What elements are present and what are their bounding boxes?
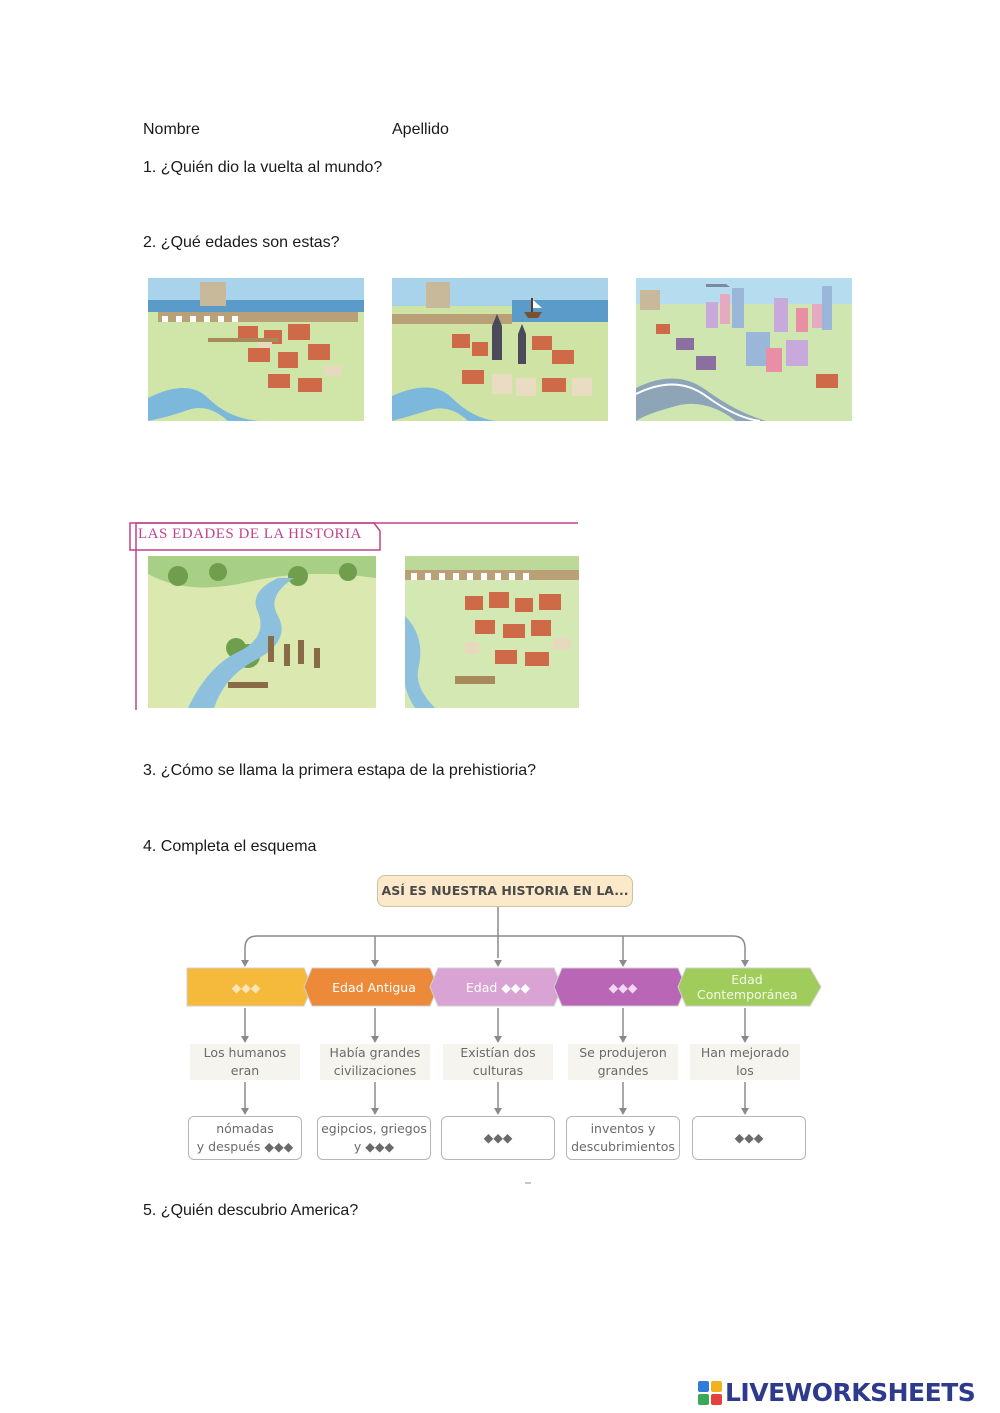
question-4: 4. Completa el esquema — [143, 838, 317, 855]
desc-medieval: Existían dos culturas — [443, 1044, 553, 1080]
desc-ancient-line2: civilizaciones — [333, 1063, 417, 1078]
frame-title: LAS EDADES DE LA HISTORIA — [138, 526, 362, 542]
liveworksheets-logo-text: LIVEWORKSHEETS — [725, 1378, 976, 1407]
scheme-connectors — [186, 906, 822, 1184]
question-2: 2. ¿Qué edades son estas? — [143, 234, 340, 251]
illustration-roman-city — [148, 278, 364, 421]
desc-ancient-line1: Había grandes — [329, 1045, 421, 1060]
illustration-medieval-city — [392, 278, 608, 421]
desc-modern-line1: Se produjeron — [579, 1045, 667, 1060]
illustration-ancient-city — [405, 556, 579, 708]
period-modern: ◆◆◆ — [608, 979, 638, 995]
desc-modern: Se produjeron grandes — [568, 1044, 678, 1080]
period-prehistory: ◆◆◆ — [231, 979, 261, 995]
apellido-label: Apellido — [392, 121, 449, 138]
question-1: 1. ¿Quién dio la vuelta al mundo? — [143, 159, 383, 176]
answer-ancient-line2: y ◆◆◆ — [353, 1139, 395, 1154]
illustration-modern-city — [636, 278, 852, 421]
desc-medieval-line1: Existían dos — [460, 1045, 536, 1060]
liveworksheets-logo: LIVEWORKSHEETS — [698, 1378, 976, 1407]
period-contemporary-label: Edad Contemporánea — [697, 972, 798, 1002]
answer-ancient[interactable]: egipcios, griegos y ◆◆◆ — [317, 1116, 431, 1160]
answer-contemporary-line1: ◆◆◆ — [734, 1130, 764, 1145]
period-medieval: Edad ◆◆◆ — [465, 979, 531, 995]
edades-frame — [129, 522, 578, 710]
desc-modern-line2: grandes — [597, 1063, 649, 1078]
illustration-prehistory — [148, 556, 376, 708]
desc-prehistory: Los humanos eran — [190, 1044, 300, 1080]
answer-modern[interactable]: inventos y descubrimientos — [566, 1116, 680, 1160]
answer-prehistory-line2: y después ◆◆◆ — [196, 1139, 294, 1154]
desc-prehistory-line2: eran — [230, 1063, 260, 1078]
desc-medieval-line2: culturas — [472, 1063, 524, 1078]
answer-modern-line1: inventos y — [590, 1121, 656, 1136]
answer-medieval[interactable]: ◆◆◆ — [441, 1116, 555, 1160]
answer-ancient-line1: egipcios, griegos — [321, 1121, 427, 1136]
desc-contemporary-line2: los — [736, 1063, 754, 1078]
answer-modern-line2: descubrimientos — [571, 1139, 675, 1154]
question-5: 5. ¿Quién descubrio America? — [143, 1202, 359, 1219]
liveworksheets-logo-icon — [698, 1380, 722, 1405]
answer-prehistory-line1: nómadas — [216, 1121, 274, 1136]
desc-contemporary: Han mejorado los — [690, 1044, 800, 1080]
history-scheme: ASÍ ES NUESTRA HISTORIA EN LA... ◆◆◆ Eda… — [180, 868, 830, 1188]
desc-ancient: Había grandes civilizaciones — [320, 1044, 430, 1080]
scheme-title: ASÍ ES NUESTRA HISTORIA EN LA... — [377, 875, 633, 907]
desc-prehistory-line1: Los humanos — [203, 1045, 287, 1060]
period-contemporary: Edad Contemporánea — [688, 968, 806, 1006]
answer-prehistory[interactable]: nómadas y después ◆◆◆ — [188, 1116, 302, 1160]
desc-contemporary-line1: Han mejorado — [700, 1045, 790, 1060]
nombre-label: Nombre — [143, 121, 200, 138]
period-ancient: Edad Antigua — [332, 979, 416, 995]
answer-medieval-line1: ◆◆◆ — [483, 1130, 513, 1145]
question-3: 3. ¿Cómo se llama la primera estapa de l… — [143, 762, 537, 779]
answer-contemporary[interactable]: ◆◆◆ — [692, 1116, 806, 1160]
